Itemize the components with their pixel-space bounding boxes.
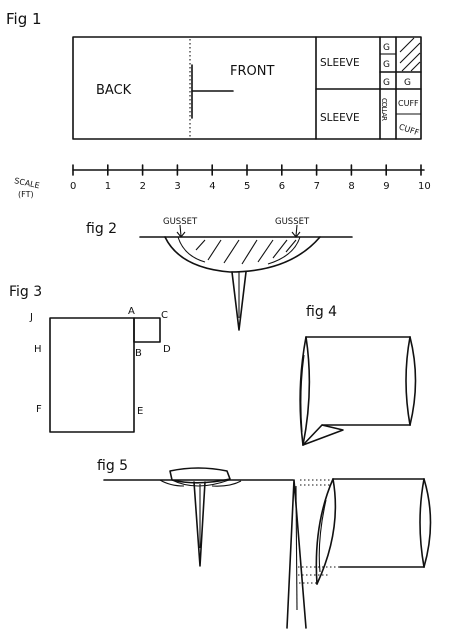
- scale-tick-label: 10: [418, 181, 431, 192]
- scale-unit: (FT): [18, 190, 34, 199]
- sleeve-label-bottom: SLEEVE: [320, 112, 360, 124]
- gusset-label-right: GUSSET: [275, 217, 310, 227]
- collar-label: COLLAR: [380, 98, 388, 121]
- scale-ticks: 0 1 2 3 4 5 6 7 8 9 10: [70, 164, 431, 192]
- fig3-body: [49, 317, 135, 433]
- scale-label: SCALE: [13, 176, 40, 190]
- point-h: H: [34, 344, 42, 355]
- fig4-right-end: [405, 336, 411, 426]
- point-a: A: [128, 306, 135, 317]
- scale-bar: SCALE (FT) 0 1 2 3 4 5 6 7 8 9 10: [13, 164, 431, 199]
- fig5-spike-left: [193, 481, 206, 567]
- gusset-label-left: GUSSET: [163, 217, 198, 227]
- scale-tick-label: 3: [174, 181, 180, 192]
- fig5-collar: [169, 467, 231, 484]
- point-e: E: [137, 406, 143, 417]
- point-b: B: [135, 348, 142, 359]
- fig1-layout: BACK FRONT SLEEVE SLEEVE G G G G COLLAR …: [72, 36, 422, 140]
- fig4-gusset-flap: [302, 424, 344, 446]
- fig1-title: Fig 1: [6, 10, 42, 28]
- cuff-label-bottom: CUFF: [398, 122, 421, 137]
- fig4-sleeve: [299, 336, 417, 446]
- point-f: F: [36, 404, 42, 415]
- scale-tick-label: 1: [105, 181, 111, 192]
- gusset-mark-2: G: [383, 60, 390, 70]
- fig5-title: fig 5: [97, 458, 128, 474]
- fig3-gusset-square: [133, 317, 161, 343]
- point-d: D: [163, 344, 171, 355]
- fig2-gusset-drawing: GUSSET GUSSET: [139, 217, 353, 331]
- scale-tick-label: 0: [70, 181, 76, 192]
- fig3-title: Fig 3: [9, 284, 42, 300]
- fig2-hatch: [195, 239, 297, 265]
- fig5-assembly: [103, 467, 432, 629]
- back-label: BACK: [96, 83, 132, 98]
- scale-tick-label: 8: [348, 181, 354, 192]
- gusset-inner-curve-right: [267, 236, 301, 265]
- cloth-outline: [72, 36, 422, 140]
- scale-tick-label: 6: [279, 181, 285, 192]
- scale-tick-label: 2: [140, 181, 146, 192]
- fig2-spike: [231, 271, 247, 331]
- fig4-left-end: [299, 336, 307, 446]
- point-j: J: [29, 312, 33, 323]
- fig4-title: fig 4: [306, 304, 337, 320]
- sleeve-label-top: SLEEVE: [320, 57, 360, 69]
- scale-tick-label: 9: [383, 181, 389, 192]
- scale-tick-label: 4: [209, 181, 215, 192]
- cuff-label-top: CUFF: [398, 99, 419, 108]
- scale-tick-label: 5: [244, 181, 250, 192]
- gusset-inner-curve: [177, 236, 206, 263]
- fig5-sleeve-right-end: [419, 478, 425, 568]
- fig5-sleeve-left-end: [315, 478, 334, 585]
- gusset-mark-3: G: [383, 78, 390, 88]
- scale-tick-label: 7: [314, 181, 320, 192]
- fig2-title: fig 2: [86, 221, 117, 237]
- front-label: FRONT: [230, 64, 274, 79]
- fig3-panel: J A C H B D F E: [29, 306, 171, 433]
- underarm-curve: [164, 236, 321, 273]
- gusset-mark-1: G: [383, 43, 390, 53]
- point-c: C: [161, 310, 168, 321]
- gusset-mark-4: G: [404, 78, 411, 88]
- waste-hatch: [399, 37, 421, 72]
